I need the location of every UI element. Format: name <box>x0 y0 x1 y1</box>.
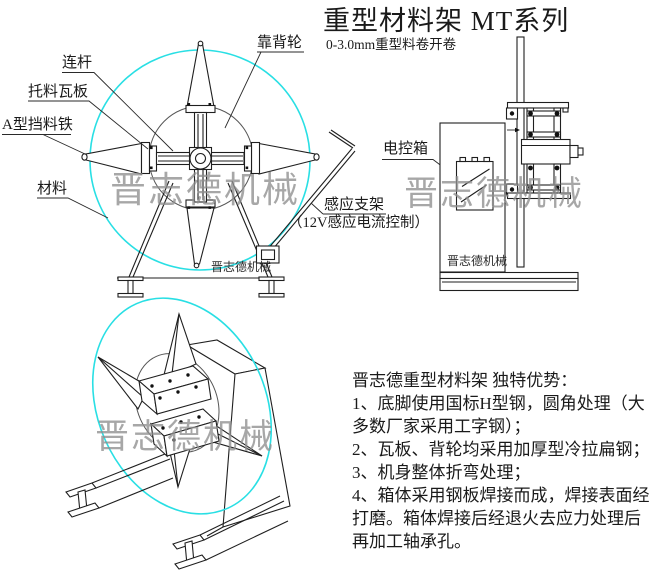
label-support-shoe-plate: 托料瓦板 <box>28 84 89 100</box>
link-rod-arms <box>155 111 245 203</box>
advantages-line: 3、机身整体折弯处理； <box>352 463 531 482</box>
advantages-line: 4、箱体采用钢板焊接而成，焊接表面经 <box>352 486 650 505</box>
advantages-line: 打磨。箱体焊接后经退火去应力处理后 <box>352 509 641 528</box>
label-material: 材料 <box>37 181 68 197</box>
top-plate <box>505 101 570 120</box>
front-view-drawing <box>2 40 465 298</box>
watermark-isometric: 晋志德机械 <box>95 419 275 456</box>
spreader-cones <box>81 40 320 269</box>
column-arrow <box>507 127 520 133</box>
watermark-side: 晋志德机械 <box>404 176 584 213</box>
label-control-box: 电控箱 <box>383 141 429 157</box>
sensor-bracket-rod <box>261 129 356 259</box>
brand-text-front: 晋志德机械 <box>211 260 272 274</box>
upper-link-assembly <box>526 107 562 143</box>
advantages-line: 2、瓦板、背轮均采用加厚型冷拉扁钢； <box>352 440 650 459</box>
page-title: 重型材料架 MT系列 <box>323 6 570 36</box>
advantages-line: 1、底脚使用国标H型钢，圆角处理（大 <box>352 394 645 413</box>
h-beam-rail-left <box>65 453 174 518</box>
advantages-heading: 晋志德重型材料架 独特优势： <box>352 371 578 390</box>
label-link-rod: 连杆 <box>62 55 93 71</box>
advantages-block: 晋志德重型材料架 独特优势： 1、底脚使用国标H型钢，圆角处理（大 多数厂家采用… <box>352 369 650 553</box>
lower-link-assembly <box>505 163 572 200</box>
label-back-wheel: 靠背轮 <box>257 35 303 51</box>
control-box-drawing <box>455 156 494 211</box>
machine-body-3d <box>185 339 291 528</box>
advantages-line: 多数厂家采用工字钢）； <box>352 417 531 436</box>
bolt-dots <box>150 103 249 209</box>
leader-lines <box>2 51 465 219</box>
brand-text-side: 晋志德机械 <box>447 254 508 268</box>
shaft-block <box>520 138 584 165</box>
isometric-view-drawing <box>65 297 291 570</box>
watermark-front: 晋志德机械 <box>110 170 301 210</box>
side-view-drawing <box>439 36 584 292</box>
spreader-cones-3d <box>97 312 263 490</box>
center-mechanism-3d <box>137 365 220 458</box>
coil-ellipse <box>91 297 273 515</box>
label-sensor-note: （12V感应电流控制） <box>288 215 429 231</box>
label-sensor-bracket: 感应支架 <box>324 197 385 213</box>
h-beam-feet <box>117 276 285 298</box>
h-beam-rail-right <box>172 495 289 570</box>
page-subtitle: 0-3.0mm重型料卷开卷 <box>326 37 457 52</box>
center-hub <box>188 146 213 171</box>
sensor-box <box>255 245 280 264</box>
stand-legs <box>128 180 273 278</box>
label-a-type-stop-iron: A型挡料铁 <box>2 117 73 133</box>
machine-base <box>439 271 579 292</box>
advantages-line: 再加工轴承孔。 <box>352 532 471 551</box>
